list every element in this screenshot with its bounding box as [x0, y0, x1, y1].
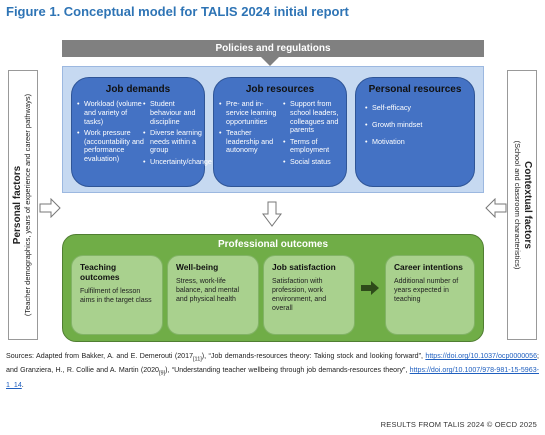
- list-item: Pre- and in-service learning opportuniti…: [218, 99, 282, 126]
- policies-bar: Policies and regulations: [62, 40, 484, 57]
- reference-marker: [9]: [159, 370, 166, 377]
- list-item: Student behaviour and discipline: [142, 99, 204, 126]
- doi-link[interactable]: https://doi.org/10.1037/ocp0000056: [425, 352, 538, 360]
- right-arrow-icon: [361, 281, 379, 295]
- personal-factors-label: Personal factors (Teacher demographics, …: [12, 70, 33, 340]
- list-item: Uncertainty/change: [142, 157, 212, 167]
- job-satisfaction-box: Job satisfaction Satisfaction with profe…: [263, 255, 355, 335]
- job-demands-box: Job demands Workload (volume and variety…: [71, 77, 212, 187]
- outcome-body: Stress, work-life balance, and mental an…: [176, 278, 240, 303]
- reference-marker: [11]: [193, 356, 202, 363]
- down-arrow-icon: [262, 201, 282, 227]
- sources-text: ), “Job demands-resources theory: Taking…: [201, 352, 423, 360]
- sources-text: ), “Understanding teacher wellbeing thro…: [165, 366, 408, 375]
- personal-resources-title: Personal resources: [368, 84, 462, 95]
- list-item: Growth mindset: [364, 120, 468, 130]
- well-being-box: Well-being Stress, work-life balance, an…: [167, 255, 259, 335]
- professional-outcomes-title: Professional outcomes: [217, 239, 329, 250]
- list-item: Terms of employment: [282, 137, 346, 156]
- contextual-factors-box: Contextual factors (School and classroom…: [507, 70, 537, 340]
- outcome-title: Career intentions: [394, 262, 463, 272]
- personal-factors-box: Personal factors (Teacher demographics, …: [8, 70, 38, 340]
- figure-title: Figure 1. Conceptual model for TALIS 202…: [6, 4, 349, 19]
- job-resources-col2: Support from school leaders, colleagues …: [282, 99, 346, 169]
- sources-text: Sources: Adapted from Bakker, A. and E. …: [6, 352, 194, 360]
- outcome-title: Teaching outcomes: [80, 262, 120, 282]
- job-resources-box: Job resources Pre- and in-service learni…: [213, 77, 347, 187]
- job-demands-col1: Workload (volume and variety of tasks) W…: [76, 99, 144, 167]
- personal-factors-title: Personal factors: [12, 165, 23, 245]
- teaching-outcomes-box: Teaching outcomes Fulfilment of lesson a…: [71, 255, 163, 335]
- contextual-factors-title: Contextual factors: [522, 161, 533, 249]
- list-item: Support from school leaders, colleagues …: [282, 99, 346, 135]
- outcome-body: Additional number of years expected in t…: [394, 278, 459, 303]
- list-item: Teacher leadership and autonomy: [218, 128, 282, 155]
- contextual-factors-label: Contextual factors (School and classroom…: [512, 70, 533, 340]
- outcome-body: Satisfaction with profession, work envir…: [272, 278, 327, 312]
- personal-resources-list: Self-efficacy Growth mindset Motivation: [364, 103, 468, 149]
- list-item: Work pressure (accountability and perfor…: [76, 128, 144, 164]
- job-resources-title: Job resources: [245, 84, 315, 95]
- sources-note: Sources: Adapted from Bakker, A. and E. …: [6, 351, 539, 391]
- contextual-factors-arrow-icon: [485, 198, 507, 218]
- list-item: Self-efficacy: [364, 103, 468, 113]
- job-resources-col1: Pre- and in-service learning opportuniti…: [218, 99, 282, 158]
- footer-copyright: RESULTS FROM TALIS 2024 © OECD 2025: [380, 420, 537, 429]
- personal-factors-subtitle: (Teacher demographics, years of experien…: [23, 93, 32, 317]
- list-item: Social status: [282, 157, 346, 167]
- list-item: Workload (volume and variety of tasks): [76, 99, 144, 126]
- job-demands-title: Job demands: [105, 84, 171, 95]
- demands-resources-panel: Job demands Workload (volume and variety…: [62, 66, 484, 193]
- doi-link[interactable]: https://doi.org/10.1007/978-981-15-5963-…: [6, 366, 539, 389]
- personal-resources-box: Personal resources Self-efficacy Growth …: [355, 77, 475, 187]
- outcome-title: Well-being: [176, 262, 219, 272]
- career-intentions-box: Career intentions Additional number of y…: [385, 255, 475, 335]
- outcome-body: Fulfilment of lesson aims in the target …: [80, 288, 152, 304]
- outcome-title: Job satisfaction: [272, 262, 336, 272]
- policies-arrow: [261, 57, 279, 66]
- personal-factors-arrow-icon: [39, 198, 61, 218]
- professional-outcomes-panel: Professional outcomes Teaching outcomes …: [62, 234, 484, 342]
- list-item: Motivation: [364, 137, 468, 147]
- job-demands-col2: Student behaviour and discipline Diverse…: [142, 99, 212, 169]
- sources-text: ; and Granziera, H., R. Collie and A. Ma…: [6, 352, 539, 375]
- sources-text: .: [21, 380, 24, 389]
- list-item: Diverse learning needs within a group: [142, 128, 204, 155]
- contextual-factors-subtitle: (School and classroom characteristics): [513, 140, 522, 270]
